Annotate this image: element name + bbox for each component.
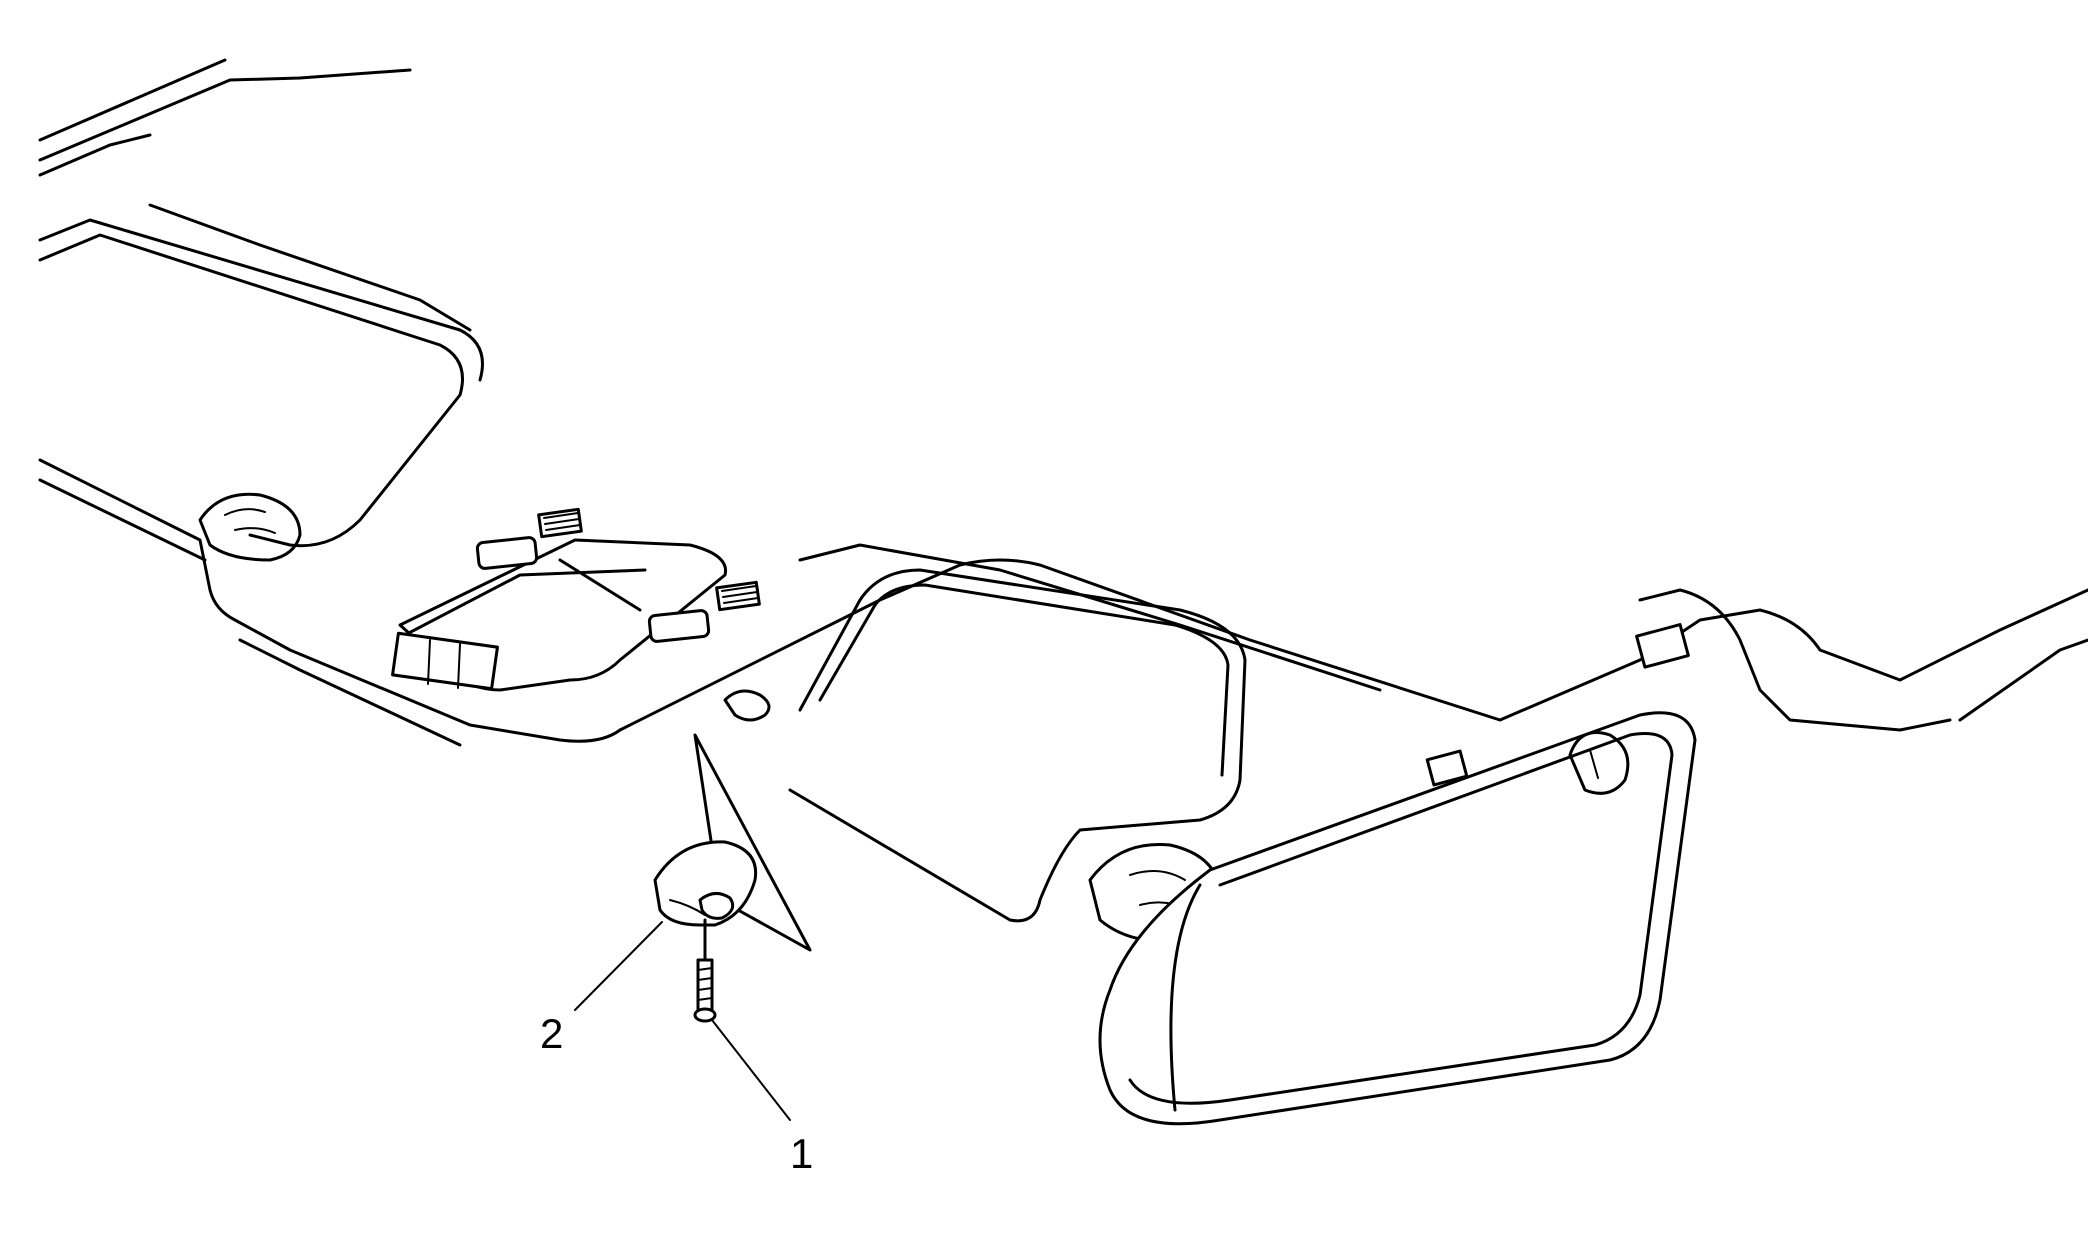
overhead-console [391, 507, 761, 692]
map-lamp-left [475, 536, 539, 570]
console-vent-right [715, 580, 761, 612]
callout-2: 2 [540, 1010, 563, 1057]
leader-line-1 [711, 1019, 791, 1121]
map-lamp-right [647, 609, 711, 643]
visor-clip-icon [723, 689, 771, 722]
tab-mid [1425, 749, 1469, 787]
tab-rear [1635, 623, 1690, 669]
visor-recess [723, 568, 1247, 923]
screw [693, 918, 717, 1023]
sun-visor [1098, 623, 1697, 1126]
left-assist-handle [198, 492, 302, 562]
console-vent-left [537, 507, 583, 539]
visor-retainer-cover [653, 840, 758, 927]
leader-line-2 [574, 921, 663, 1011]
headliner-panel [38, 58, 2088, 747]
callout-1: 1 [790, 1130, 813, 1177]
explode-indicator [693, 733, 812, 952]
console-buttons [391, 631, 499, 691]
visor-slot [1568, 731, 1630, 795]
screw-head [693, 1007, 717, 1023]
